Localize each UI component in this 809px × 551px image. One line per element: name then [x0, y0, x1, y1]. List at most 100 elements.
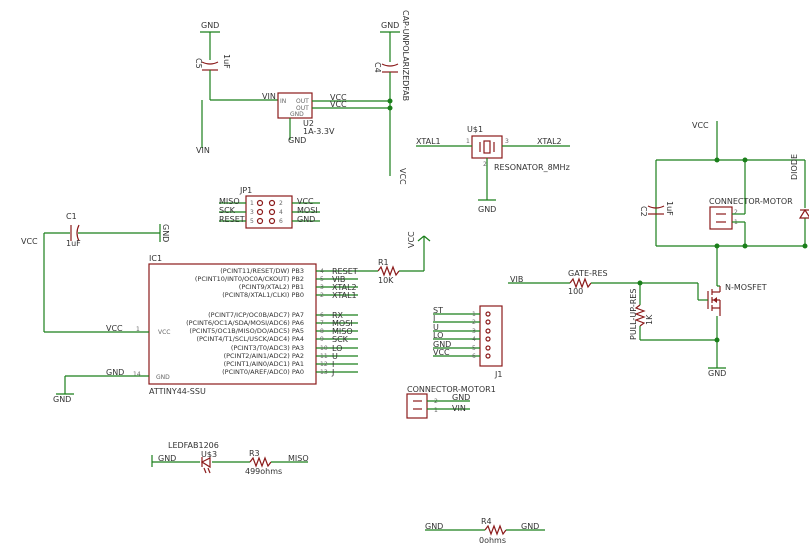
ic1-pin-net: XTAL1 [332, 291, 357, 300]
u2-name: U2 [303, 119, 314, 128]
c1-gnd-label: GND [161, 224, 170, 242]
ic1-pin-function: (PCINT0/AREF/ADC0) PA0 [222, 368, 304, 376]
c1-value: 1uF [66, 239, 81, 248]
r1-name: R1 [378, 258, 389, 267]
jp1-pin3: 3 [250, 209, 254, 216]
jp1-label-miso: MISO [219, 197, 240, 206]
led-name: U$3 [201, 450, 217, 459]
vin-net-label: VIN [262, 92, 276, 101]
led-gnd-label: GND [158, 454, 176, 463]
jp1-name: JP1 [239, 186, 252, 195]
ic1-pin-net: RX [332, 311, 344, 320]
connector-motor1-net-gnd: GND [452, 393, 470, 402]
c2-capacitor: C2 1uF [639, 201, 674, 217]
n-mosfet: N-MOSFET [707, 283, 767, 316]
ic1-pin-number: 11 [320, 353, 328, 360]
led-value: LEDFAB1206 [168, 441, 219, 450]
j1-pin-contact [485, 328, 491, 334]
c5-capacitor: GND C5 1uF [194, 21, 231, 100]
c4-gnd-label: GND [381, 21, 399, 30]
ic1-pin-function: (PCINT5/OC1B/MISO/DO/ADC5) PA5 [189, 327, 304, 335]
r1-resistor: R1 10K [377, 258, 400, 285]
resonator-value: RESONATOR_8MHz [494, 163, 570, 172]
resonator-name: U$1 [467, 125, 483, 134]
r3-name: R3 [249, 449, 260, 458]
u2-value: 1A-3.3V [303, 127, 335, 136]
ic1-pin-number: 7 [320, 320, 324, 327]
j1-pin-contact [485, 345, 491, 351]
ic1-pin-number: 9 [320, 336, 324, 343]
c2-value: 1uF [665, 201, 674, 216]
j1-pin-number: 6 [472, 353, 476, 360]
j1-pin-label: ST [433, 306, 443, 315]
j1-pin-number: 2 [472, 319, 476, 326]
led-u3: LEDFAB1206 U$3 [168, 441, 219, 474]
j1-pin-number: 4 [472, 336, 476, 343]
ic1-pin-function: (PCINT2/AIN1/ADC2) PA2 [224, 352, 304, 360]
ic1-pin-gnd-num: 14 [133, 371, 141, 378]
j1-pin-number: 5 [472, 345, 476, 352]
ic1-pin-net: MISO [332, 327, 353, 336]
ic1-pin-number: 13 [320, 369, 328, 376]
j1-pin-contact [485, 336, 491, 342]
ic1-pin-net: MOSI [332, 319, 353, 328]
ic1-pin-number: 10 [320, 345, 328, 352]
connector-motor-name: CONNECTOR-MOTOR [709, 197, 793, 206]
ic1-gnd-symbol-label: GND [53, 395, 71, 404]
ic1-pin-net: I [332, 360, 334, 369]
ic1-pin-function: (PCINT10/INT0/OC0A/CKOUT) PB2 [195, 275, 304, 283]
jp1-label-reset: RESET [219, 215, 245, 224]
r1-vcc-label: VCC [407, 231, 416, 248]
j1-pin-label: VCC [433, 348, 450, 357]
c4-value: CAP-UNPOLARIZEDFAB [401, 10, 410, 101]
xtal2-net-label: XTAL2 [537, 137, 562, 146]
j1-pin-number: 1 [472, 311, 476, 318]
jp1-pin5: 5 [250, 218, 254, 225]
j1-pin-contact [485, 319, 491, 325]
ic1-pin-net: RESET [332, 267, 358, 276]
j1-name: J1 [494, 370, 502, 379]
r4-gnd-label-left: GND [425, 522, 443, 531]
gnd-net-label: GND [201, 21, 219, 30]
c1-capacitor: C1 1uF [66, 212, 81, 248]
jp1-label-sck: SCK [219, 206, 236, 215]
ic1-pin-function: (PCINT9/XTAL2) PB1 [239, 283, 304, 291]
ic1-pin-number: 5 [320, 276, 324, 283]
j1-pin-label: U [433, 323, 439, 332]
jp1-label-gnd: GND [297, 215, 315, 224]
gate-vib-label: VIB [510, 275, 523, 284]
jp1-label-mosi: MOSI [297, 206, 318, 215]
c4-name: C4 [373, 62, 382, 73]
xtal1-net-label: XTAL1 [416, 137, 441, 146]
ic1-gnd-net: GND [106, 368, 124, 377]
r4-resistor: R4 0ohms [479, 517, 507, 545]
ic1-pin-vcc-num: 1 [136, 326, 140, 333]
r3-resistor: R3 499ohms [245, 449, 282, 476]
jp1-label-vcc: VCC [297, 197, 314, 206]
motor-vcc-label: VCC [692, 121, 709, 130]
gate-resistor: GATE-RES 100 [568, 269, 608, 296]
r4-gnd-label-right: GND [521, 522, 539, 531]
gate-res-value: 100 [568, 287, 583, 296]
ic1-pin-number: 6 [320, 312, 324, 319]
connector-motor1-net-vin: VIN [452, 404, 466, 413]
ic1-pin-function: (PCINT11/RESET/DW) PB3 [220, 267, 304, 275]
vin-net-label-2: VIN [196, 146, 210, 155]
j1-pin-contact [485, 353, 491, 359]
ic1-pin-net: U [332, 352, 338, 361]
ic1-pin-vcc: VCC [158, 329, 170, 336]
mosfet-name: N-MOSFET [725, 283, 767, 292]
j1-pin-label: LO [433, 331, 443, 340]
ic1-vcc-net: VCC [106, 324, 123, 333]
ic1-pin-number: 8 [320, 328, 324, 335]
j1-pin-label: GND [433, 340, 451, 349]
u2-pin-in: IN [280, 98, 286, 105]
r1-value: 10K [378, 276, 394, 285]
ic1-pin-gnd: GND [156, 374, 170, 381]
ic1-pin-number: 3 [320, 284, 324, 291]
resonator-u1: U$1 1 2 3 RESONATOR_8MHz [466, 125, 570, 172]
u2-vcc-label-1: VCC [330, 93, 347, 102]
c1-name: C1 [66, 212, 77, 221]
resonator-pin2: 2 [483, 161, 487, 168]
